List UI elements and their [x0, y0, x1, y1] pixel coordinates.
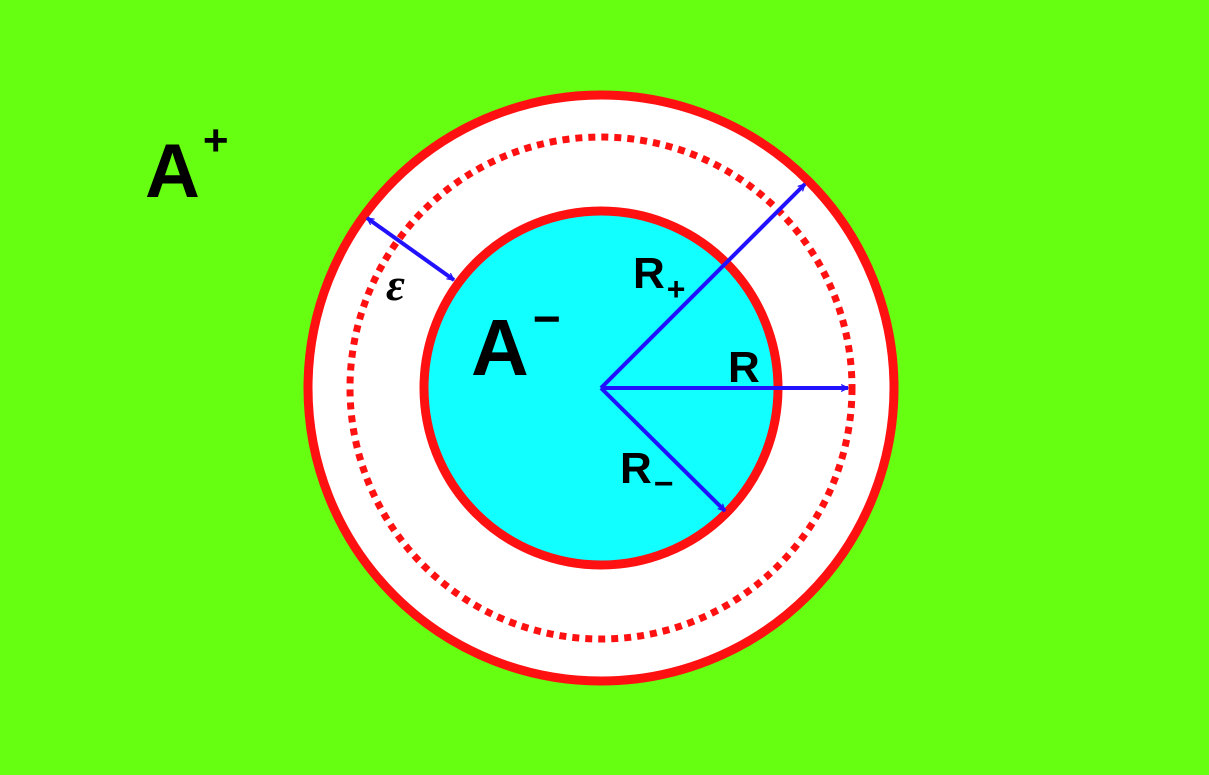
outside-region-label: A+ [145, 116, 229, 214]
width-label: ε [386, 259, 405, 310]
radius-outer-label: R+ [633, 249, 685, 307]
radius-outer-arrow [599, 182, 807, 390]
radius-inner-arrow [599, 386, 727, 513]
width-double-arrow [365, 216, 456, 282]
radius-middle-label: R [728, 343, 760, 392]
radius-inner-label: R− [620, 444, 674, 503]
inside-region-label: A− [471, 293, 561, 392]
middle-dotted-circle [346, 133, 856, 643]
